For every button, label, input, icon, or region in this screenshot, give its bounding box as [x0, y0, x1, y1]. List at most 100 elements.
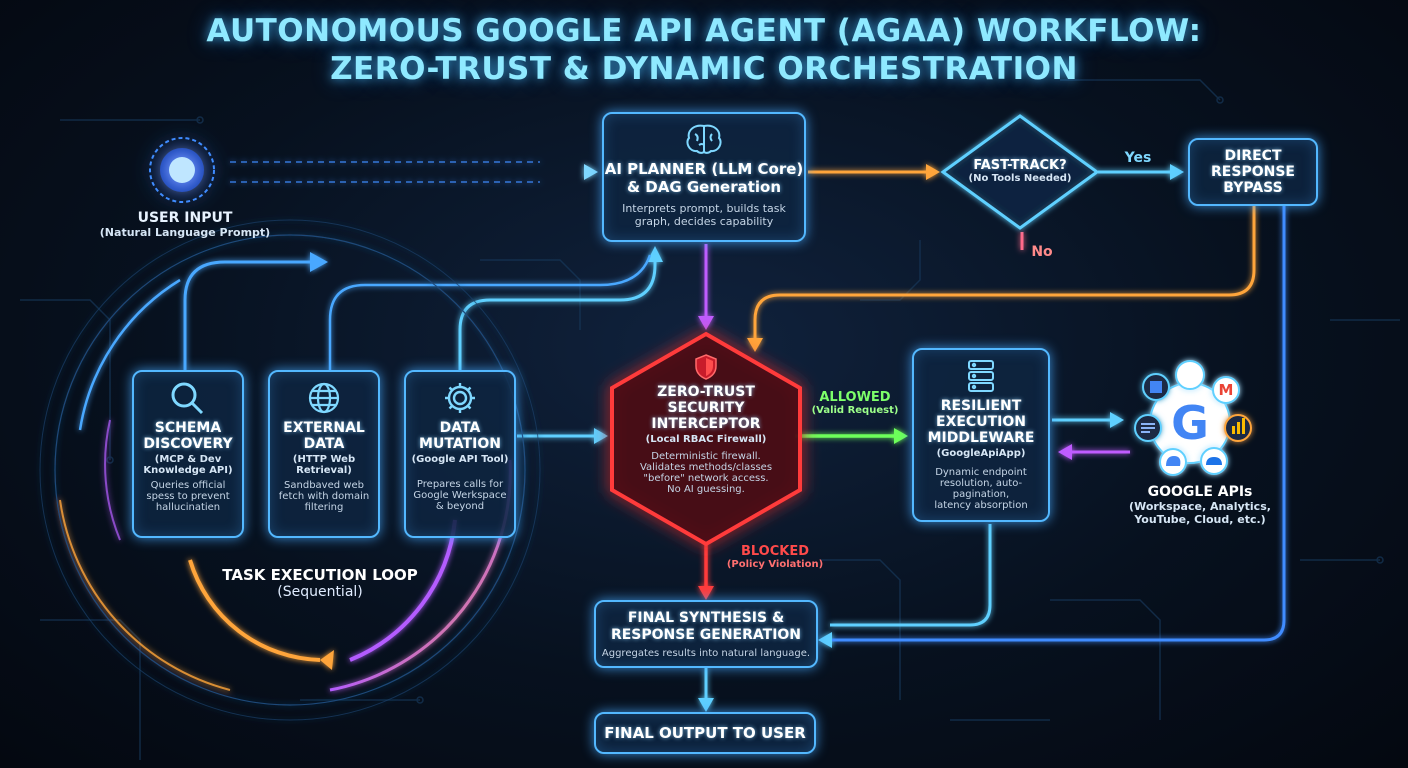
- data-mutation-node[interactable]: DATA MUTATION (Google API Tool) Prepares…: [404, 370, 516, 538]
- security-interceptor-node[interactable]: ZERO-TRUST SECURITY INTERCEPTOR (Local R…: [618, 354, 794, 495]
- final-synthesis-node[interactable]: FINAL SYNTHESIS & RESPONSE GENERATION Ag…: [594, 600, 818, 668]
- google-product-icons: [1134, 360, 1252, 476]
- final-output-title: FINAL OUTPUT TO USER: [604, 724, 806, 742]
- ai-planner-node[interactable]: AI PLANNER (LLM Core) & DAG Generation I…: [602, 112, 806, 242]
- synthesis-title-2: RESPONSE GENERATION: [610, 627, 802, 643]
- middleware-google-connector: [1052, 412, 1130, 460]
- mutation-title-1: DATA: [439, 420, 481, 436]
- schema-title-2: DISCOVERY: [143, 436, 233, 452]
- security-desc-4: No AI guessing.: [667, 484, 745, 495]
- bypass-line-1: DIRECT: [1224, 148, 1282, 164]
- google-apis-title: GOOGLE APIs: [1147, 484, 1253, 500]
- middleware-title-2: EXECUTION: [936, 414, 1026, 430]
- yes-label: Yes: [1124, 150, 1152, 166]
- yes-connector: [1098, 164, 1184, 180]
- fasttrack-subtitle: (No Tools Needed): [968, 173, 1072, 184]
- gear-icon: [445, 383, 475, 413]
- external-desc-2: fetch with domain: [278, 491, 370, 502]
- server-icon: [968, 360, 994, 392]
- allowed-title: ALLOWED: [819, 390, 891, 405]
- security-desc-2: Validates methods/classes: [639, 462, 773, 473]
- planner-desc-1: Interprets prompt, builds task: [622, 202, 786, 215]
- tools-to-security-connector: [517, 428, 608, 444]
- user-input-title: USER INPUT: [137, 210, 233, 226]
- title-line-1: AUTONOMOUS GOOGLE API AGENT (AGAA) WORKF…: [206, 13, 1202, 49]
- magnifier-icon: [171, 382, 204, 415]
- gmail-icon: M: [1218, 381, 1234, 399]
- tools-to-planner-connector: [183, 246, 663, 370]
- planner-desc-2: graph, decides capability: [634, 215, 774, 228]
- mutation-desc-1: Prepares calls for: [416, 479, 504, 490]
- google-apis-subtitle-2: YouTube, Cloud, etc.): [1134, 513, 1266, 526]
- no-label: No: [1031, 244, 1053, 260]
- user-input-label: USER INPUT (Natural Language Prompt): [90, 210, 280, 239]
- mutation-desc-2: Google Werkspace: [413, 490, 507, 501]
- execution-middleware-node[interactable]: RESILIENT EXECUTION MIDDLEWARE (GoogleAp…: [912, 348, 1050, 522]
- external-sub-2: Retrieval): [296, 465, 352, 476]
- external-desc-3: filtering: [304, 502, 344, 513]
- schema-discovery-node[interactable]: SCHEMA DISCOVERY (MCP & Dev Knowledge AP…: [132, 370, 244, 538]
- security-desc-3: "before" network access.: [643, 473, 769, 484]
- task-loop-ring: [39, 219, 541, 721]
- brain-icon: [686, 124, 722, 154]
- external-sub-1: (HTTP Web: [292, 454, 356, 465]
- middleware-desc-3: latency absorption: [934, 500, 1028, 511]
- circuit-background: [20, 79, 1400, 760]
- blocked-subtitle: (Policy Violation): [726, 559, 824, 570]
- schema-desc-1: Queries official: [150, 480, 226, 491]
- blocked-title: BLOCKED: [740, 544, 810, 559]
- synthesis-title-1: FINAL SYNTHESIS &: [627, 610, 785, 626]
- task-loop-label: TASK EXECUTION LOOP (Sequential): [210, 566, 430, 600]
- mutation-sub-1: (Google API Tool): [411, 454, 509, 465]
- planner-to-fasttrack-connector: [808, 164, 940, 180]
- page-title: AUTONOMOUS GOOGLE API AGENT (AGAA) WORKF…: [0, 12, 1408, 88]
- fasttrack-diamond: [940, 114, 1100, 230]
- middleware-to-synthesis-connector: [830, 524, 992, 627]
- schema-sub-2: Knowledge API): [143, 465, 233, 476]
- allowed-connector: [795, 428, 908, 444]
- schema-desc-2: spess to prevent: [146, 491, 230, 502]
- security-title-3: INTERCEPTOR: [651, 416, 761, 432]
- security-desc-1: Deterministic firewall.: [651, 451, 761, 462]
- blocked-label: BLOCKED (Policy Violation): [716, 544, 834, 570]
- schema-title-1: SCHEMA: [154, 420, 222, 436]
- input-to-planner-connector: [205, 161, 598, 183]
- bypass-line-3: BYPASS: [1223, 180, 1283, 196]
- security-sub: (Local RBAC Firewall): [645, 434, 767, 445]
- schema-sub-1: (MCP & Dev: [154, 454, 222, 465]
- google-apis-label: GOOGLE APIs (Workspace, Analytics, YouTu…: [1110, 484, 1290, 526]
- middleware-title-3: MIDDLEWARE: [927, 430, 1035, 446]
- user-input-orb: [149, 137, 215, 203]
- security-hexagon: [610, 331, 802, 547]
- planner-title-2: & DAG Generation: [626, 178, 782, 196]
- google-apis-cluster: [1134, 360, 1252, 476]
- middleware-sub: (GoogleApiApp): [936, 448, 1026, 459]
- security-title-2: SECURITY: [667, 400, 745, 416]
- middleware-title-1: RESILIENT: [940, 398, 1022, 414]
- bypass-line-2: RESPONSE: [1211, 164, 1295, 180]
- middleware-desc-1: Dynamic endpoint: [935, 467, 1027, 478]
- allowed-subtitle: (Valid Request): [811, 405, 899, 416]
- final-output-node[interactable]: FINAL OUTPUT TO USER: [594, 712, 816, 754]
- external-title-1: EXTERNAL: [283, 420, 365, 436]
- middleware-desc-2: resolution, auto-pagination,: [939, 478, 1023, 500]
- mutation-title-2: MUTATION: [419, 436, 501, 452]
- synthesis-desc: Aggregates results into natural language…: [601, 648, 811, 659]
- direct-response-bypass-node[interactable]: DIRECT RESPONSE BYPASS: [1188, 138, 1318, 206]
- planner-title-1: AI PLANNER (LLM Core): [604, 160, 804, 178]
- schema-desc-3: hallucinatien: [155, 502, 221, 513]
- allowed-label: ALLOWED (Valid Request): [800, 390, 910, 416]
- google-g-logo: G: [1171, 396, 1209, 450]
- fasttrack-title: FAST-TRACK?: [973, 158, 1067, 173]
- mutation-desc-3: & beyond: [435, 501, 485, 512]
- task-loop-title: TASK EXECUTION LOOP: [222, 566, 418, 584]
- google-apis-subtitle-1: (Workspace, Analytics,: [1129, 500, 1271, 513]
- external-data-node[interactable]: EXTERNAL DATA (HTTP Web Retrieval) Sandb…: [268, 370, 380, 538]
- bypass-to-synthesis-connector: [818, 205, 1286, 648]
- user-input-subtitle: (Natural Language Prompt): [99, 226, 271, 239]
- fasttrack-label[interactable]: FAST-TRACK? (No Tools Needed): [955, 158, 1085, 184]
- external-title-2: DATA: [303, 436, 345, 452]
- blocked-connector: [698, 540, 714, 600]
- external-desc-1: Sandbaved web: [284, 480, 364, 491]
